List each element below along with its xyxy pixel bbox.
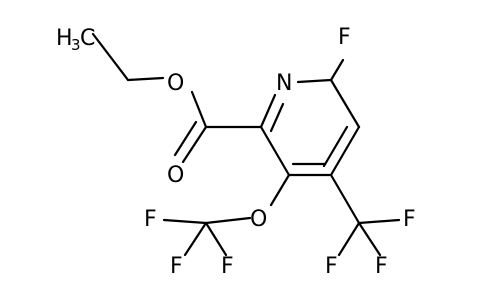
label-ether-oxygen: O (250, 207, 267, 232)
bond-cf3-f-right (357, 218, 401, 225)
label-ocf3-fluorine-right: F (221, 254, 234, 279)
label-ocf3-fluorine-down: F (170, 254, 183, 279)
bond-cf3c-f-left (162, 218, 208, 225)
bond-cf3c-f-down (183, 221, 208, 257)
bond-cf3-f-down-right (357, 221, 382, 257)
label-cf3-fluorine-right: F (403, 207, 416, 232)
bond-o-carbonylc (190, 90, 208, 129)
bond-c4-cf3 (329, 173, 361, 225)
bond-c-o-double-1 (181, 125, 208, 164)
bond-o-cf3c (204, 216, 252, 225)
label-ring-nitrogen: N (276, 71, 292, 96)
bond-c3-o (269, 173, 291, 207)
label-ester-oxygen: O (167, 71, 184, 96)
bond-ch2-o (126, 76, 165, 82)
bond-n-c6 (296, 78, 333, 84)
bond-c6-c5 (329, 78, 361, 129)
label-methyl-subscript: 3 (71, 36, 81, 54)
bond-cf3c-f-right (204, 221, 228, 257)
bond-c2-n-inner (269, 102, 285, 133)
bond-c6-f (329, 58, 345, 82)
bond-c3-c2 (259, 125, 291, 177)
bond-c-o-double-2 (173, 120, 198, 157)
bond-c2-n (259, 93, 277, 129)
label-cf3-fluorine-down-right: F (375, 254, 388, 279)
bond-c5-c4-inner (322, 125, 349, 168)
label-cf3-fluorine-down-left: F (325, 254, 338, 279)
label-methyl-h: H (56, 26, 73, 51)
label-carbonyl-oxygen: O (167, 163, 184, 188)
atom-labels: H 3 C O O N F O F F F F F F (56, 25, 416, 279)
label-ring-fluorine: F (338, 25, 351, 50)
bond-ch3-ch2 (91, 32, 130, 82)
label-methyl-c: C (80, 26, 95, 51)
bond-c5-c4 (329, 125, 361, 177)
label-ocf3-fluorine-left: F (144, 207, 157, 232)
bonds (91, 32, 401, 257)
bond-cf3-f-down-left (337, 221, 361, 257)
